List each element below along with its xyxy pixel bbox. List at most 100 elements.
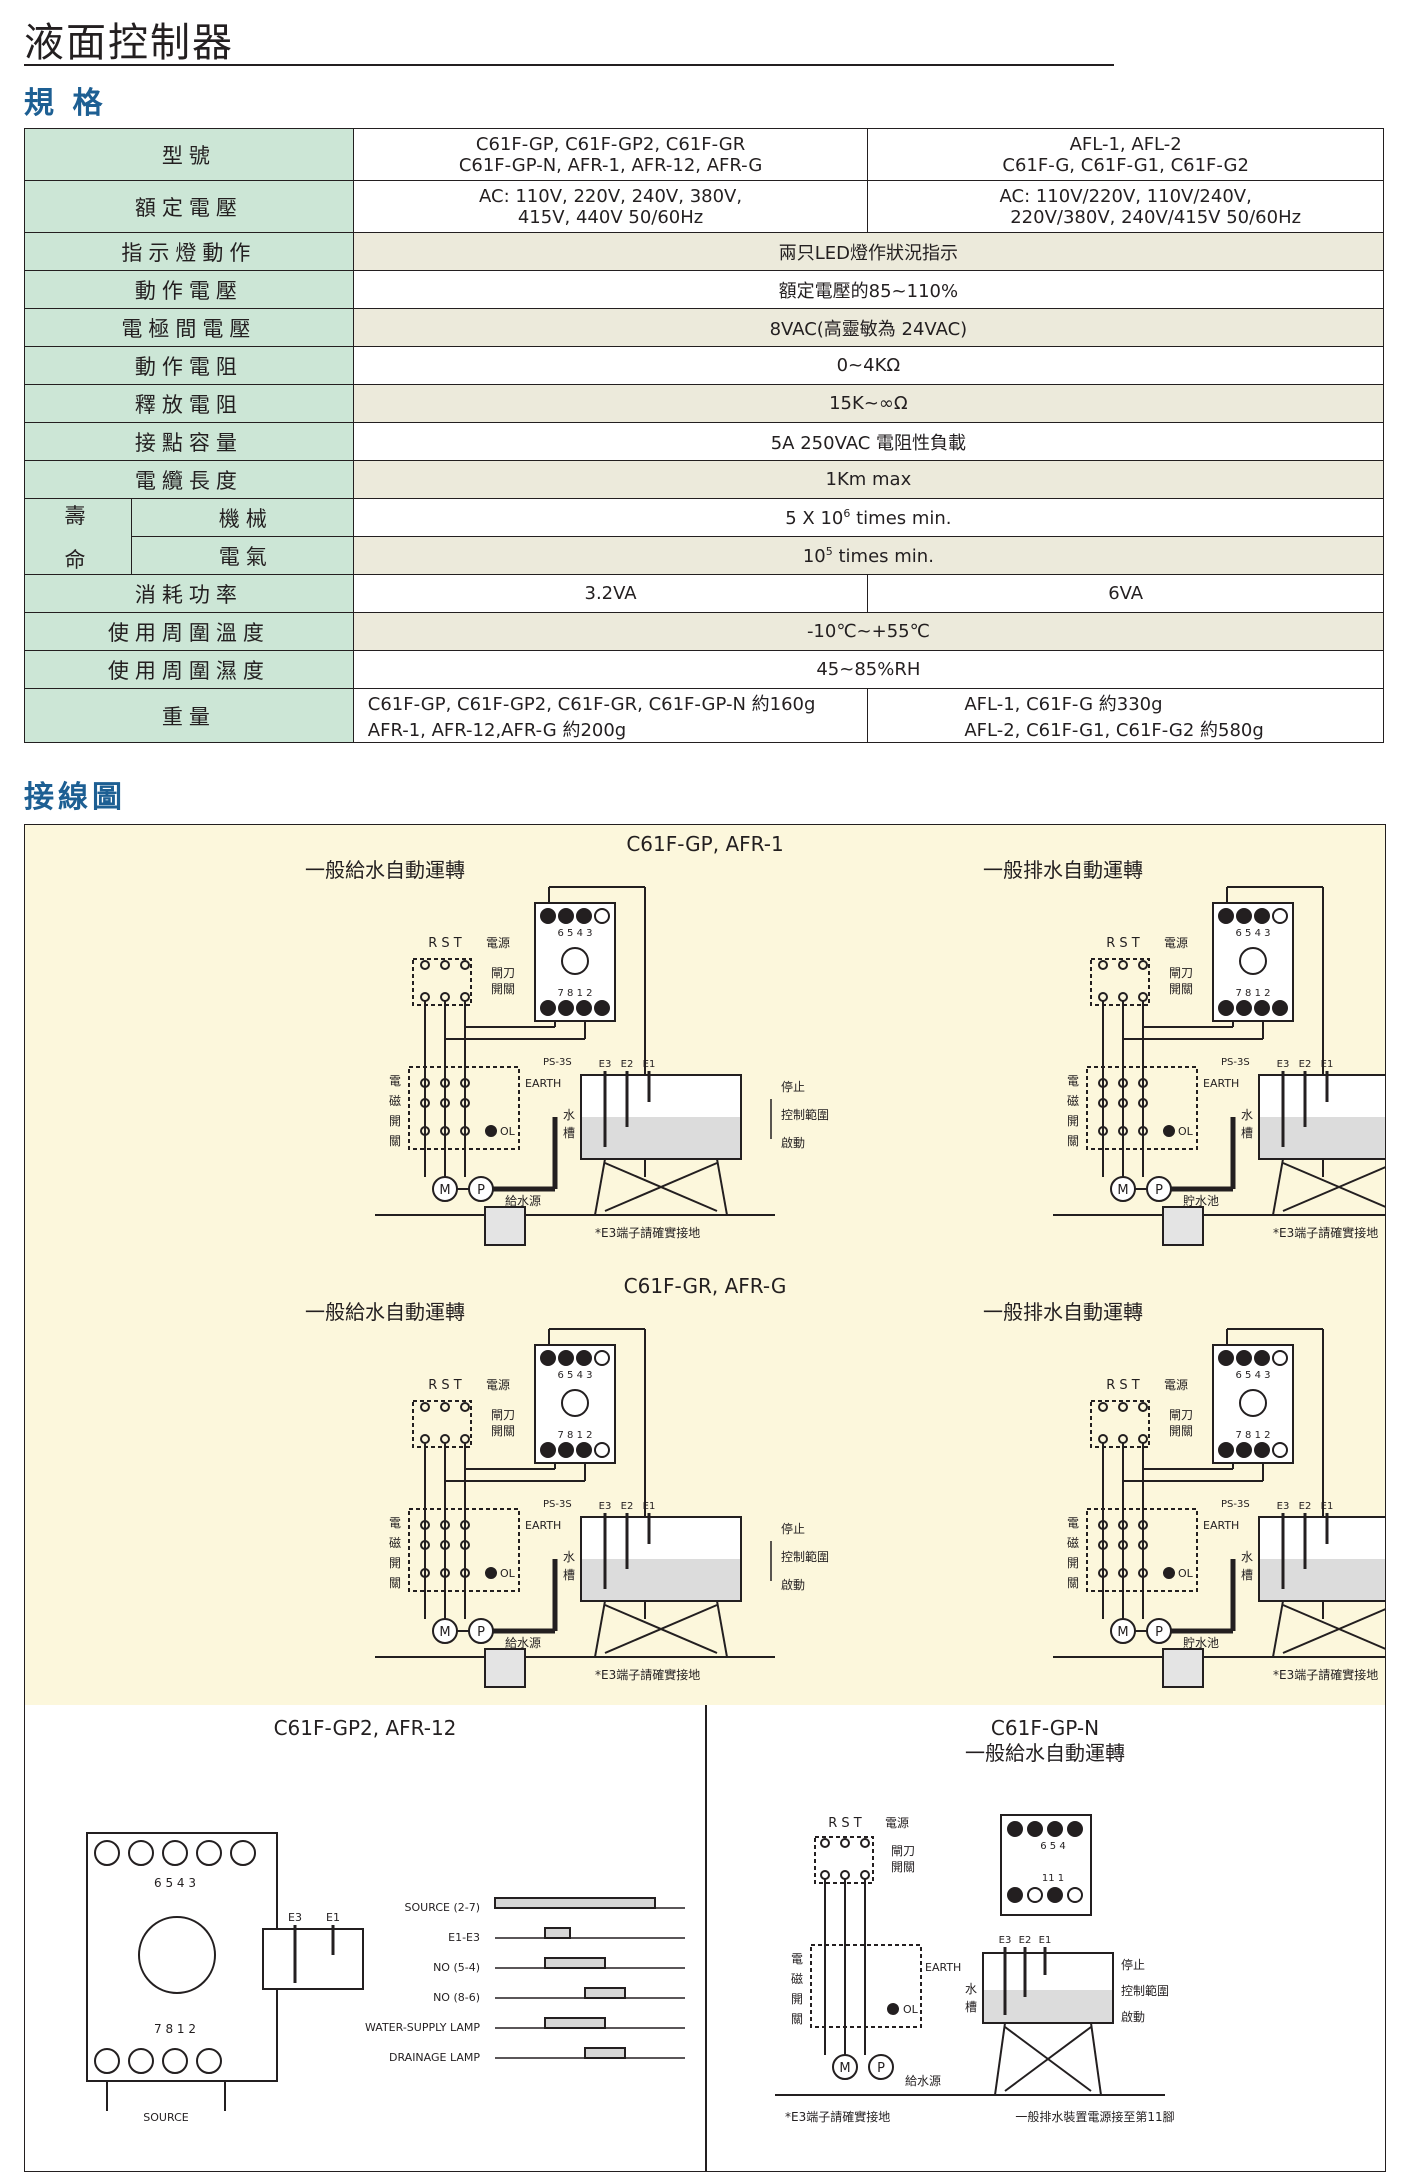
mc-contact <box>460 1568 470 1578</box>
pump-label: P <box>1155 1625 1163 1640</box>
terminal <box>1236 1000 1252 1016</box>
terminal <box>1254 1000 1270 1016</box>
gp2-terminal-top <box>128 1840 154 1866</box>
knife-switch-label: 閘刀 <box>491 966 515 980</box>
gp2-dial <box>138 1916 216 1994</box>
earth-label: EARTH <box>525 1077 561 1090</box>
mc-contact <box>1098 1078 1108 1088</box>
terminal <box>1272 1442 1288 1458</box>
switch-contact <box>420 1402 430 1412</box>
tank-stand-cross <box>604 1162 718 1212</box>
terminal <box>558 908 574 924</box>
ol-contact <box>1163 1125 1175 1137</box>
switch-contact <box>1098 960 1108 970</box>
e2-label: E2 <box>621 1501 634 1512</box>
mc-contact <box>460 1098 470 1108</box>
mc-contact <box>1118 1568 1128 1578</box>
spec-heading: 規 格 <box>24 86 107 121</box>
switch-contact <box>440 960 450 970</box>
mc-contact <box>1138 1540 1148 1550</box>
tank-stand-cross <box>1282 1166 1385 1212</box>
terminal-numbers-top: 6 5 4 3 <box>558 1370 593 1381</box>
spec-value: AC: 110V/220V, 110V/240V,220V/380V, 240V… <box>867 180 1384 233</box>
switch-contact <box>460 960 470 970</box>
spec-row-cable-length: 電纜長度 1Km max <box>24 460 1385 499</box>
mc-contact <box>1118 1540 1128 1550</box>
timing-label: WATER-SUPPLY LAMP <box>365 2021 480 2034</box>
mc-contact <box>1118 1520 1128 1530</box>
spec-row-life-mech: 壽命 機械 5 X 106 times min. <box>24 498 1385 575</box>
terminal <box>540 1000 556 1016</box>
mc-contact <box>440 1540 450 1550</box>
diagram-divider <box>705 1705 707 2171</box>
gpn-ol-label: OL <box>903 2003 919 2016</box>
e3-label: E3 <box>1277 1501 1290 1512</box>
water-level <box>1260 1559 1385 1600</box>
knife-switch-box <box>412 958 472 1006</box>
timing-label: NO (8-6) <box>433 1991 480 2004</box>
spec-row-life-elec: 電氣 105 times min. <box>25 536 1385 575</box>
gpn-switch-contact <box>840 1870 850 1880</box>
terminal <box>1254 1350 1270 1366</box>
gpn-switch-contact <box>840 1838 850 1848</box>
mc-contact <box>1098 1568 1108 1578</box>
mc-contact <box>440 1520 450 1530</box>
gpn-stop-label: 停止 <box>1121 1957 1145 1972</box>
spec-value: -10℃~+55℃ <box>352 612 1385 651</box>
ol-label: OL <box>500 1125 516 1138</box>
switch-contact <box>440 1402 450 1412</box>
spec-value: 1Km max <box>352 460 1385 499</box>
tank-label: 水 <box>563 1550 575 1564</box>
gpn-terminal <box>1027 1887 1043 1903</box>
mc-contact <box>1118 1098 1128 1108</box>
supply-title: 一般給水自動運轉 <box>305 1300 465 1324</box>
power-source-label: 電源 <box>1164 936 1188 950</box>
terminal-numbers-bottom: 7 8 1 2 <box>558 1430 593 1441</box>
tank-stand-cross <box>604 1604 718 1654</box>
spec-row-release-resistance: 釋放電阻 15K~∞Ω <box>24 384 1385 423</box>
rst-label: R S T <box>1106 936 1140 951</box>
switch-contact <box>1118 1402 1128 1412</box>
spec-row-electrode-voltage: 電極間電壓 8VAC(高靈敏為 24VAC) <box>24 308 1385 347</box>
e2-label: E2 <box>621 1059 634 1070</box>
magnetic-switch-label: 開 <box>389 1114 401 1128</box>
timing-pulse <box>584 1987 626 1999</box>
mc-contact <box>1098 1126 1108 1136</box>
terminal <box>1236 1350 1252 1366</box>
rst-label: R S T <box>428 936 462 951</box>
gp2-terminal-bottom <box>128 2048 154 2074</box>
controller-dial <box>1239 947 1267 975</box>
mc-contact <box>460 1126 470 1136</box>
rst-label: R S T <box>1106 1378 1140 1393</box>
spec-label: 使用周圍濕度 <box>24 650 354 689</box>
mc-contact <box>1118 1078 1128 1088</box>
magnetic-switch-label: 開 <box>1067 1556 1079 1570</box>
magnetic-switch-label: 電 <box>389 1074 401 1088</box>
timing-pulse <box>544 2017 606 2029</box>
e3-label: E3 <box>1277 1059 1290 1070</box>
gpn-switch-contact <box>860 1870 870 1880</box>
mc-contact <box>1138 1520 1148 1530</box>
switch-contact <box>460 992 470 1002</box>
mc-contact <box>420 1568 430 1578</box>
terminal <box>576 908 592 924</box>
motor-label: M <box>1117 1625 1128 1640</box>
terminal <box>1218 1000 1234 1016</box>
ol-label: OL <box>500 1567 516 1580</box>
spec-row-ambient-temp: 使用周圍溫度 -10℃~+55℃ <box>24 612 1385 651</box>
timing-pulse <box>544 1927 571 1939</box>
gpn-e1-label: E1 <box>1039 1935 1052 1946</box>
ps3s-label: PS-3S <box>1221 1499 1250 1510</box>
magnetic-switch-label: 開 <box>389 1556 401 1570</box>
spec-value: 兩只LED燈作狀況指示 <box>352 232 1385 271</box>
gpn-knife-label: 開關 <box>891 1860 915 1874</box>
terminal <box>576 1000 592 1016</box>
knife-switch-label: 開關 <box>1169 1424 1193 1438</box>
water-source-label: 貯水池 <box>1183 1194 1219 1208</box>
panel-title-gr: C61F-GR, AFR-G <box>624 1274 787 1298</box>
magnetic-switch-box <box>408 1066 520 1150</box>
pump-label: P <box>477 1183 485 1198</box>
panel-title-gp: C61F-GP, AFR-1 <box>626 832 783 856</box>
